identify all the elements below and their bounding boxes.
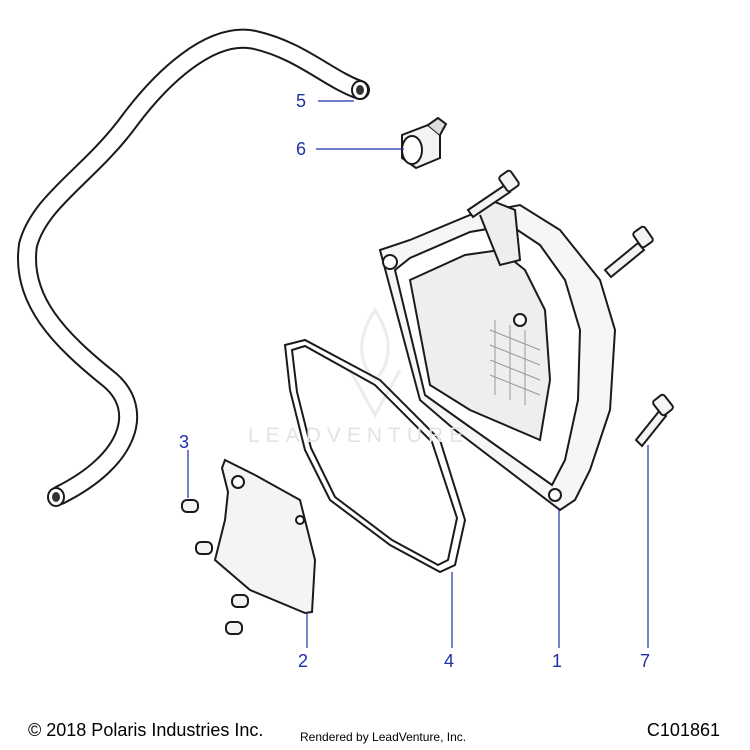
callout-5: 5 — [296, 91, 307, 111]
baffle-plate — [213, 458, 317, 615]
leader-lines — [187, 100, 649, 648]
bolt-top — [466, 169, 520, 219]
valve-cover — [378, 198, 617, 512]
rendered-by-text: Rendered by LeadVenture, Inc. — [300, 730, 467, 744]
watermark-text: LEADVENTURE — [248, 424, 470, 447]
callout-7: 7 — [640, 651, 651, 671]
callout-2: 2 — [298, 651, 309, 671]
hose-clamp — [401, 116, 448, 170]
copyright-text: © 2018 Polaris Industries Inc. — [28, 720, 264, 740]
watermark-logo — [348, 307, 402, 419]
cover-gasket — [283, 338, 467, 574]
breather-hose — [17, 28, 370, 507]
bolt-part-7 — [634, 393, 674, 448]
callout-4: 4 — [444, 651, 455, 671]
callout-6: 6 — [296, 139, 307, 159]
callout-1: 1 — [552, 651, 563, 671]
screws — [181, 499, 249, 635]
diagram-code: C101861 — [646, 720, 720, 740]
callout-3: 3 — [179, 432, 190, 452]
bolt-right — [603, 225, 654, 279]
